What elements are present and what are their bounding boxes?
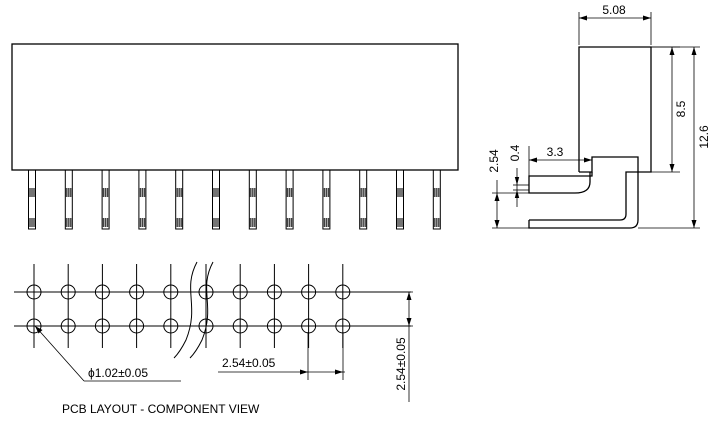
side-view: 5.08 8.5 12.6 3.3 0.4 2.54 [487, 3, 711, 229]
pcb-hole [94, 318, 110, 334]
pcb-hole [163, 284, 179, 300]
dim-vertical-pitch: 2.54±0.05 [394, 337, 408, 391]
dim-pin-thickness: 0.4 [508, 144, 522, 161]
dim-pin-offset: 3.3 [547, 145, 564, 159]
dim-hole-diameter: ϕ1.02±0.05 [88, 366, 148, 380]
pcb-hole [60, 284, 76, 300]
pcb-hole [129, 284, 145, 300]
pcb-hole [232, 284, 248, 300]
front-pin [101, 169, 110, 230]
front-pin [175, 169, 184, 230]
pcb-hole [301, 318, 317, 334]
lower-bent-lead [528, 171, 639, 229]
upper-bent-lead [528, 172, 593, 194]
dim-width: 5.08 [602, 3, 626, 17]
pcb-hole [198, 318, 214, 334]
front-pin [248, 169, 257, 230]
pcb-hole [26, 318, 42, 334]
front-pin [138, 169, 147, 230]
front-pin [285, 169, 294, 230]
front-pin [212, 169, 220, 230]
front-pin [28, 169, 36, 230]
pcb-hole [335, 284, 351, 300]
pcb-layout-caption: PCB LAYOUT - COMPONENT VIEW [62, 402, 260, 416]
pcb-hole [266, 318, 282, 334]
dim-horizontal-pitch: 2.54±0.05 [222, 356, 276, 370]
side-body-outline [578, 46, 652, 173]
front-pin [359, 169, 368, 230]
connector-body [11, 43, 459, 171]
pcb-hole [163, 318, 179, 334]
front-pin [322, 169, 331, 230]
front-view [11, 43, 459, 230]
pcb-holes [26, 264, 351, 348]
front-pins [28, 169, 441, 230]
pcb-hole [198, 284, 214, 300]
break-line-left [173, 261, 198, 359]
pcb-hole [26, 284, 42, 300]
front-pin [396, 169, 404, 230]
front-pin [64, 169, 73, 230]
pcb-hole [301, 284, 317, 300]
pcb-hole [232, 318, 248, 334]
dim-total-height: 12.6 [697, 125, 711, 149]
pcb-layout: ϕ1.02±0.05 2.54±0.05 2.54±0.05 PCB LAYOU… [14, 261, 413, 416]
break-line-right [189, 261, 214, 359]
front-pin [432, 169, 441, 230]
dim-pin-pitch: 2.54 [487, 149, 501, 173]
dim-body-height: 8.5 [674, 100, 688, 117]
pcb-hole [266, 284, 282, 300]
pcb-hole [129, 318, 145, 334]
pcb-hole [94, 284, 110, 300]
pcb-hole [60, 318, 76, 334]
